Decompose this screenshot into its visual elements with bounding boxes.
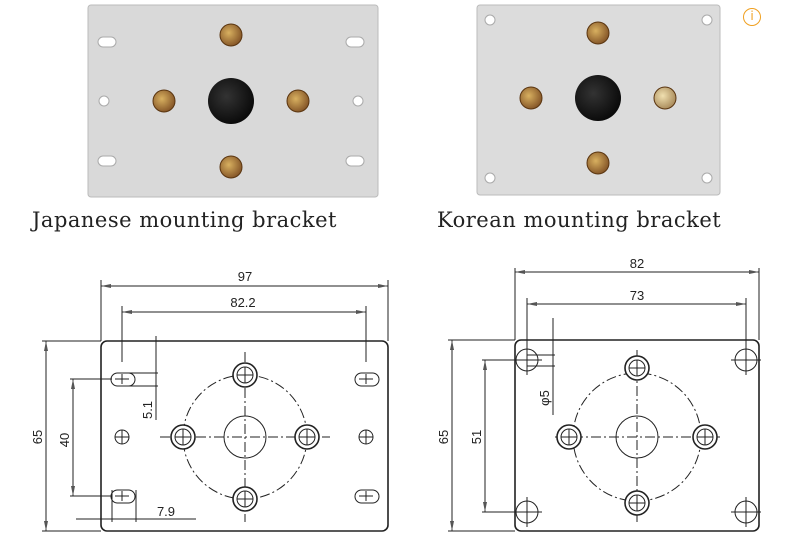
dim-hole-spacing-width: 82.2 — [230, 295, 255, 310]
dim-hole-spacing-height: 51 — [469, 430, 484, 444]
info-icon[interactable]: i — [743, 8, 761, 26]
japanese-bracket-caption: Japanese mounting bracket — [32, 208, 337, 232]
dim-overall-height: 65 — [436, 430, 451, 444]
japanese-bracket-drawing: 97 82.2 65 40 5.1 7.9 — [30, 269, 389, 532]
korean-bracket-drawing: 82 73 65 51 φ5 — [436, 256, 761, 532]
japanese-bracket-photo — [87, 4, 379, 198]
dim-overall-width: 82 — [630, 256, 644, 271]
dim-slot-height: 5.1 — [140, 401, 155, 419]
dim-hole-spacing-width: 73 — [630, 288, 644, 303]
korean-bracket-photo — [476, 4, 721, 196]
dim-slot-width: 7.9 — [157, 504, 175, 519]
dim-hole-diameter: φ5 — [537, 390, 552, 406]
korean-bracket-caption: Korean mounting bracket — [437, 208, 722, 232]
dim-overall-width: 97 — [238, 269, 252, 284]
dim-overall-height: 65 — [30, 430, 45, 444]
dim-hole-spacing-height: 40 — [57, 433, 72, 447]
